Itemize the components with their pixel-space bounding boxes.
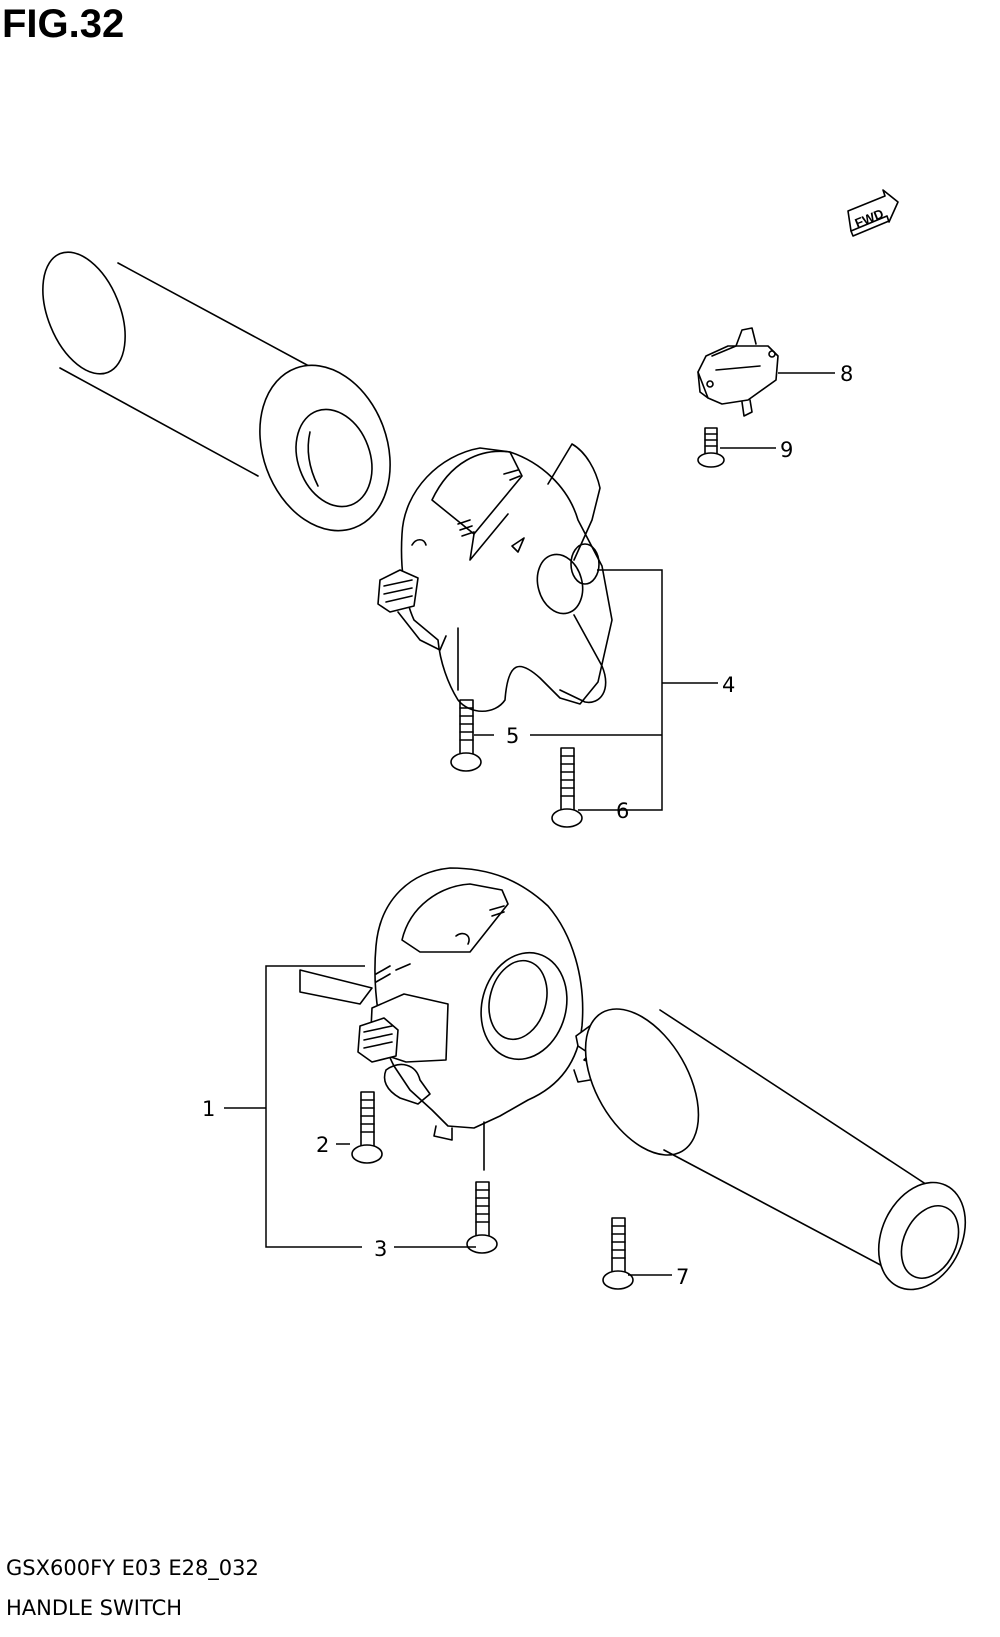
callout-1: 1 [202,1097,215,1121]
callout-8: 8 [840,362,853,386]
figure-title: FIG.32 [2,2,125,46]
part-7-screw [602,1217,634,1290]
right-handle-switch-assembly [377,443,613,713]
part-3-screw [466,1181,498,1254]
part-5-screw [450,699,482,772]
part-8-switch [697,327,779,417]
model-code: GSX600FY E03 E28_032 [6,1556,259,1580]
callout-6: 6 [616,799,629,823]
fwd-arrow-icon: FWD [847,189,899,237]
callout-5: 5 [506,724,519,748]
left-handle-switch-assembly [299,867,584,1171]
leader-lines [224,372,835,1276]
callout-3: 3 [374,1237,387,1261]
part-9-screw [697,427,725,468]
part-6-screw [551,747,583,828]
callout-9: 9 [780,438,793,462]
callout-2: 2 [316,1133,329,1157]
right-handle-grip [573,1008,967,1291]
part-2-screw [351,1091,383,1164]
fwd-label: FWD [853,206,886,231]
assembly-name: HANDLE SWITCH [6,1596,183,1620]
callout-4: 4 [722,673,735,697]
callout-7: 7 [676,1265,689,1289]
left-handle-grip [42,251,391,532]
